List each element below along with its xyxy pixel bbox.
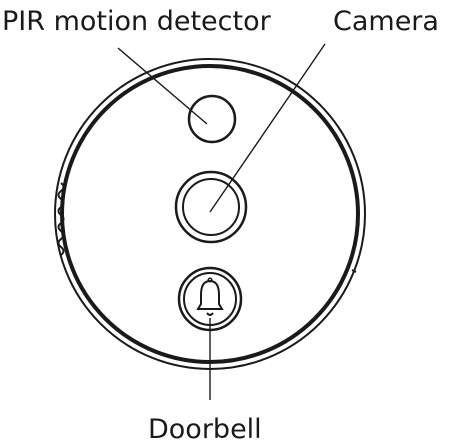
doorbell-label: Doorbell bbox=[148, 414, 262, 445]
inner-rim bbox=[60, 64, 360, 364]
side-grip-ridges bbox=[57, 182, 65, 256]
reset-pinhole bbox=[351, 269, 357, 273]
pir-sensor-lens bbox=[187, 94, 237, 144]
camera-lens-outer bbox=[174, 170, 248, 244]
camera-lens bbox=[174, 170, 248, 244]
pir-motion-detector-label: PIR motion detector bbox=[2, 6, 272, 37]
camera-lens-inner bbox=[182, 178, 240, 236]
camera-leader-line bbox=[209, 43, 326, 213]
camera-label: Camera bbox=[333, 6, 439, 37]
bell-icon bbox=[196, 277, 224, 316]
pir-leader-line bbox=[117, 47, 208, 125]
